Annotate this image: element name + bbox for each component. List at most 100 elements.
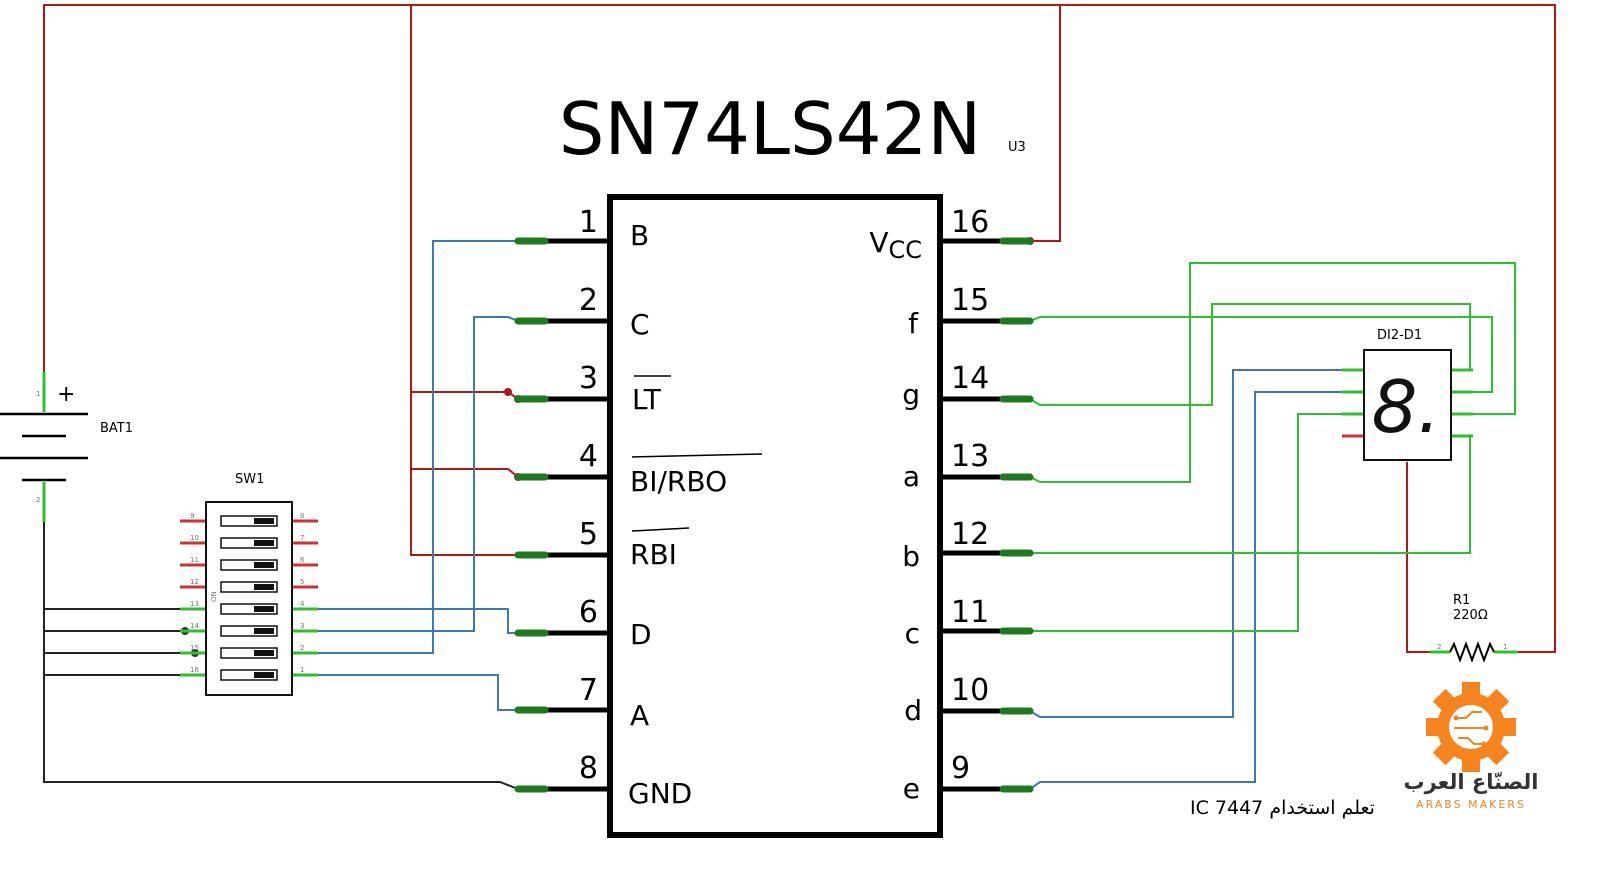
switch-right-leads bbox=[292, 519, 318, 677]
switch-slider bbox=[254, 628, 274, 634]
switch-slot bbox=[220, 625, 278, 637]
switch-pin-number: 16 bbox=[190, 666, 199, 674]
switch-slot bbox=[220, 515, 278, 527]
switch-pin-number: 10 bbox=[190, 534, 199, 542]
resistor-pin-number: 1 bbox=[1503, 643, 1507, 651]
pin-number: 16 bbox=[951, 205, 989, 240]
switch-slot bbox=[220, 669, 278, 681]
pin-number: 14 bbox=[951, 361, 989, 396]
circuit-node bbox=[1483, 725, 1489, 731]
circuit-node bbox=[1481, 741, 1487, 747]
switch-pin-number: 6 bbox=[300, 556, 305, 564]
resistor: R1 220Ω 2 1 bbox=[1430, 593, 1518, 663]
switch-pin-number: 15 bbox=[190, 644, 199, 652]
pin-number: 8 bbox=[579, 751, 598, 786]
gear-tooth bbox=[1486, 688, 1510, 712]
seven-segment-display: DI2-D1 8. bbox=[1342, 328, 1473, 461]
resistor-value: 220Ω bbox=[1453, 608, 1488, 623]
power-wire-lt bbox=[411, 391, 519, 400]
display-digit: 8. bbox=[1372, 365, 1441, 449]
switch-left-leads bbox=[180, 519, 206, 677]
switch-pin-number: 8 bbox=[300, 512, 304, 520]
pin-number: 3 bbox=[579, 361, 598, 396]
input-wire-a bbox=[312, 674, 518, 711]
dip-switch: SW1 ON bbox=[180, 472, 318, 696]
switch-slider bbox=[254, 650, 274, 656]
switch-slider bbox=[254, 584, 274, 590]
switch-pin-number: 9 bbox=[190, 512, 194, 520]
pin-name-vcc-main: V bbox=[869, 226, 888, 259]
overbar bbox=[631, 453, 763, 458]
switch-body bbox=[205, 501, 293, 696]
gear-tooth bbox=[1426, 718, 1440, 736]
pin-name: A bbox=[630, 699, 649, 732]
switch-pin-number: 4 bbox=[300, 600, 305, 608]
pin-name: d bbox=[904, 694, 922, 727]
resistor-pin-number: 2 bbox=[1437, 643, 1441, 651]
pin-name: C bbox=[630, 308, 650, 341]
switch-slot bbox=[220, 603, 278, 615]
resistor-label: R1 bbox=[1453, 593, 1470, 608]
gear-tooth bbox=[1486, 742, 1510, 766]
left-pin-stubs bbox=[514, 237, 610, 793]
switch-pin-number: 1 bbox=[300, 666, 304, 674]
input-wire-c bbox=[312, 316, 519, 632]
junction-dot bbox=[504, 388, 512, 396]
right-pin-stubs bbox=[940, 237, 1034, 793]
power-wire-control bbox=[410, 5, 518, 556]
output-wire-f bbox=[1029, 316, 1493, 393]
pin-name: D bbox=[630, 618, 652, 651]
power-wire-bi bbox=[411, 468, 519, 478]
pin-name: LT bbox=[632, 383, 662, 416]
switch-pin-number: 7 bbox=[300, 534, 304, 542]
pin-name: c bbox=[905, 617, 920, 650]
switch-label: SW1 bbox=[235, 472, 264, 487]
gear-tooth bbox=[1432, 742, 1456, 766]
switch-slot bbox=[220, 581, 278, 593]
switch-pin-number: 2 bbox=[300, 644, 304, 652]
pin-number: 13 bbox=[951, 439, 989, 474]
logo: الصنّاع العرب ARABS MAKERS bbox=[1404, 682, 1539, 811]
logo-arabic: الصنّاع العرب bbox=[1404, 770, 1539, 794]
pin-name: f bbox=[908, 307, 919, 340]
power-wire-top bbox=[43, 4, 1556, 653]
circuit-trace bbox=[1458, 737, 1484, 745]
logo-latin: ARABS MAKERS bbox=[1416, 798, 1526, 811]
pin-number: 4 bbox=[579, 439, 598, 474]
switch-slot bbox=[220, 537, 278, 549]
switch-on-mark: ON bbox=[210, 591, 218, 602]
switch-slot bbox=[220, 559, 278, 571]
switch-pin-number: 13 bbox=[190, 600, 199, 608]
pin-number: 1 bbox=[579, 205, 598, 240]
pin-number: 6 bbox=[579, 595, 598, 630]
switch-slots bbox=[220, 515, 278, 681]
pin-name-vcc-sub: CC bbox=[888, 236, 922, 264]
display-leads bbox=[1342, 368, 1473, 438]
gear-tooth bbox=[1432, 688, 1456, 712]
switch-slider bbox=[254, 540, 274, 546]
chip-title: SN74LS42N bbox=[559, 87, 981, 171]
gear-tooth bbox=[1502, 718, 1516, 736]
output-wire-e bbox=[1029, 391, 1348, 790]
switch-pin-numbers: 9 10 11 12 13 14 15 16 8 7 6 5 4 3 2 1 bbox=[190, 512, 305, 674]
switch-pin-number: 12 bbox=[190, 578, 199, 586]
switch-slider bbox=[254, 672, 274, 678]
pin-name: e bbox=[903, 772, 920, 805]
switch-pin-number: 3 bbox=[300, 622, 304, 630]
battery-pin-number: 1 bbox=[36, 390, 40, 398]
pin-name: b bbox=[902, 540, 920, 573]
battery-plus-sign: + bbox=[57, 382, 75, 407]
pin-number: 2 bbox=[579, 283, 598, 318]
output-wire-c bbox=[1030, 413, 1348, 632]
pin-number: 15 bbox=[951, 283, 989, 318]
switch-slider bbox=[254, 562, 274, 568]
display-body bbox=[1363, 349, 1452, 461]
chip-body bbox=[607, 194, 943, 838]
input-wire-b bbox=[312, 240, 518, 654]
pin-number: 9 bbox=[951, 751, 970, 786]
pin-number: 7 bbox=[579, 673, 598, 708]
output-wire-d bbox=[1029, 369, 1348, 718]
pin-number: 12 bbox=[951, 517, 989, 552]
circuit-traces bbox=[1454, 711, 1486, 745]
